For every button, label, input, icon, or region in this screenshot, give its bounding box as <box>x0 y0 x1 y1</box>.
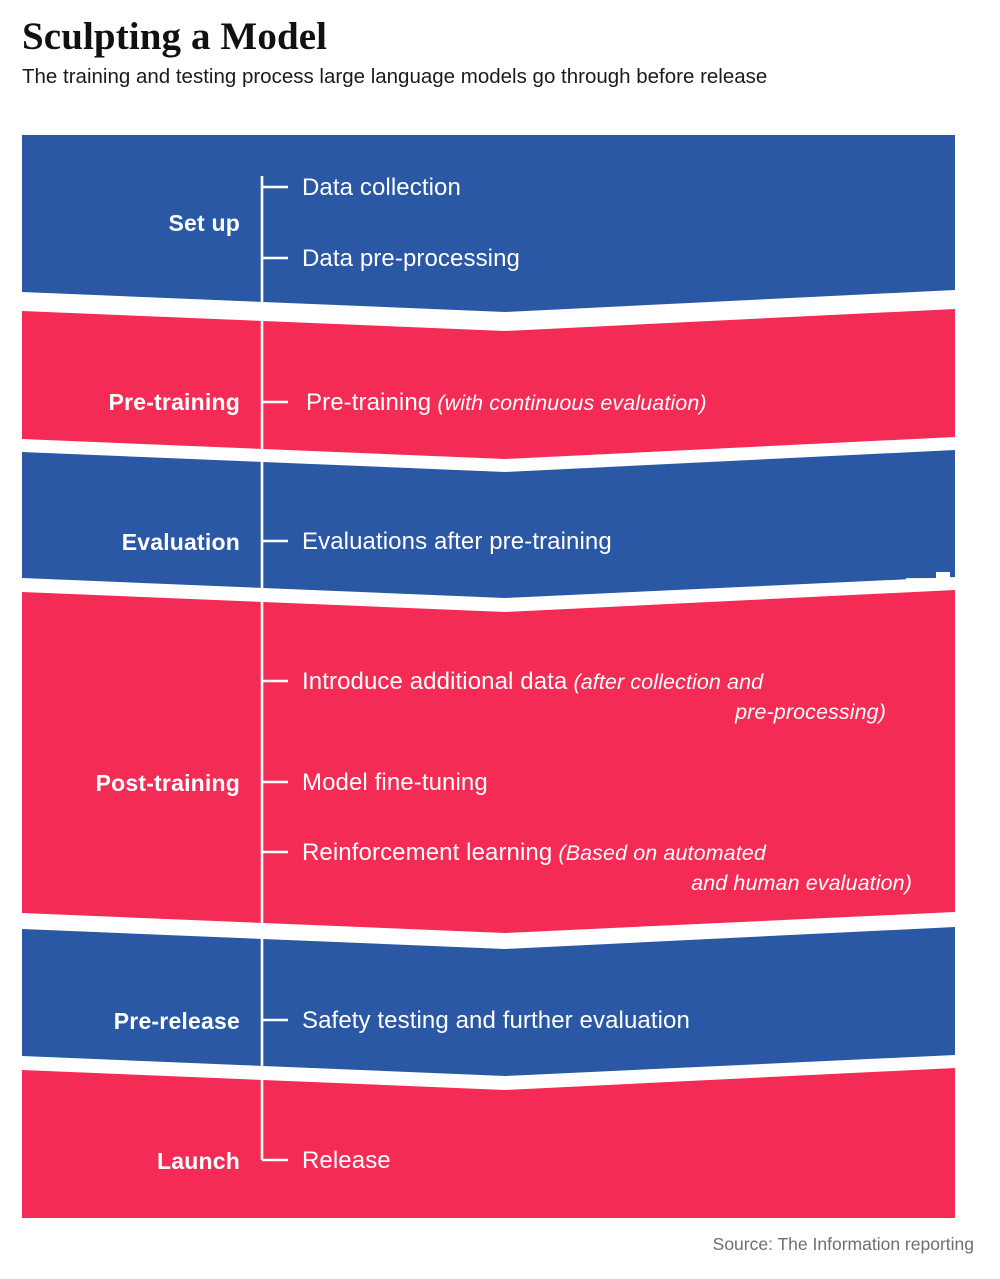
band-shape-post-training <box>22 590 955 933</box>
band-shape-launch <box>22 1068 955 1218</box>
band-shape-pre-training <box>22 309 955 459</box>
band-shape-evaluation <box>22 450 955 598</box>
source-note: Source: The Information reporting <box>712 1234 974 1254</box>
band-shape-set-up <box>22 135 955 312</box>
header: Sculpting a Model The training and testi… <box>22 14 972 90</box>
page-subtitle: The training and testing process large l… <box>22 65 768 88</box>
connector-tree <box>260 176 288 1162</box>
render-artifact <box>906 572 950 580</box>
band-shape-pre-release <box>22 927 955 1076</box>
page-title: Sculpting a Model <box>22 15 328 58</box>
